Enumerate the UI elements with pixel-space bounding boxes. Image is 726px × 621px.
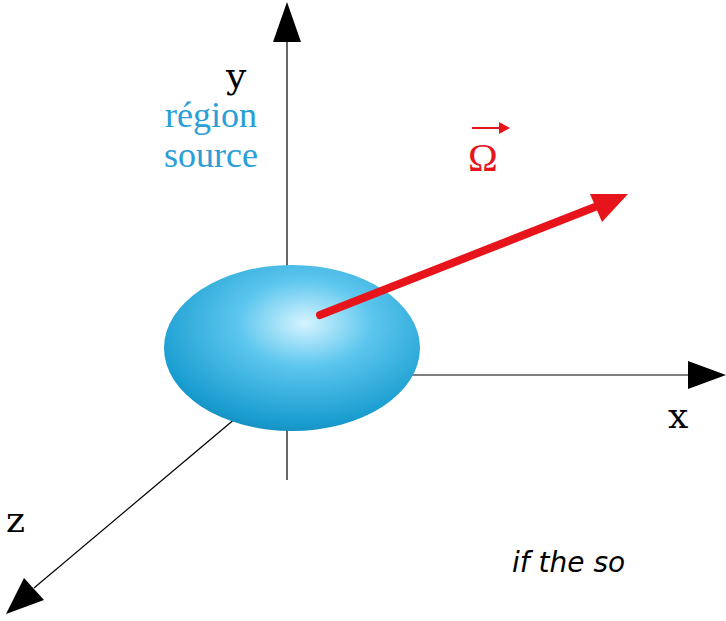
region-label: région source	[136, 96, 286, 175]
omega-vector	[320, 205, 600, 315]
axis-label: y	[226, 56, 246, 96]
y-arrowhead	[273, 2, 301, 42]
note-text: if the so	[512, 548, 625, 579]
omega-arrowhead	[590, 194, 628, 222]
vector-symbol: Ω	[468, 136, 498, 180]
z-arrowhead	[6, 578, 44, 614]
vector-bar-head	[499, 122, 510, 134]
vector-bar	[472, 127, 502, 129]
axis-label: z	[6, 500, 25, 540]
x-arrowhead	[688, 361, 726, 389]
axis-label: x	[668, 396, 688, 436]
